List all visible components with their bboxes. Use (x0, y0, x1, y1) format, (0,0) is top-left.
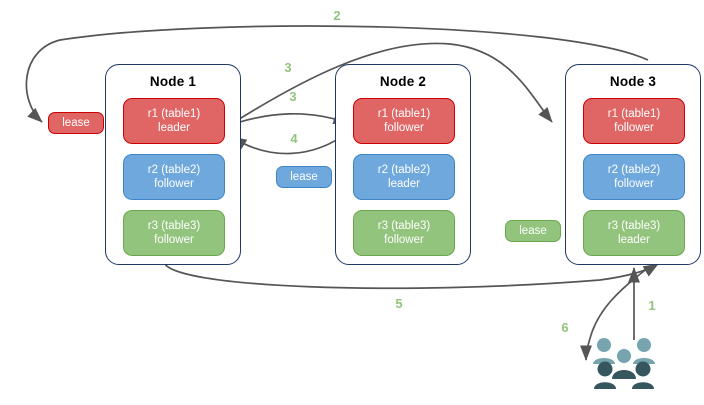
replica-n2r2[interactable]: r2 (table2) leader (353, 154, 455, 200)
replica-n3r3[interactable]: r3 (table3) leader (583, 210, 685, 256)
edge-5-node1-to-node3 (163, 261, 659, 290)
replica-n1r1[interactable]: r1 (table1) leader (123, 98, 225, 144)
edge-label-5: 5 (395, 296, 403, 311)
edge-label-3-lower: 3 (289, 89, 297, 104)
lease-label: lease (290, 171, 318, 183)
node-title: Node 2 (379, 74, 427, 89)
replica-role: leader (618, 234, 650, 246)
replica-role: follower (154, 234, 194, 246)
replica-n3r1[interactable]: r1 (table1) follower (583, 98, 685, 144)
replica-n2r1[interactable]: r1 (table1) follower (353, 98, 455, 144)
replica-name: r1 (table1) (607, 108, 661, 120)
node-box-node2[interactable]: Node 2 r1 (table1) follower r2 (table2) … (335, 64, 471, 265)
lease-badge-blue[interactable]: lease (276, 166, 332, 188)
edge-label-3-upper: 3 (284, 60, 292, 75)
replica-name: r1 (table1) (377, 108, 431, 120)
edge-label-2: 2 (333, 8, 341, 23)
replica-n2r3[interactable]: r3 (table3) follower (353, 210, 455, 256)
replica-n1r2[interactable]: r2 (table2) follower (123, 154, 225, 200)
replica-name: r2 (table2) (147, 164, 201, 176)
replica-name: r3 (table3) (607, 220, 661, 232)
edge-label-1: 1 (648, 298, 656, 313)
node-title: Node 1 (149, 74, 197, 89)
replica-n3r2[interactable]: r2 (table2) follower (583, 154, 685, 200)
replica-role: follower (384, 234, 424, 246)
node-box-node3[interactable]: Node 3 r1 (table1) follower r2 (table2) … (565, 64, 701, 265)
lease-badge-green[interactable]: lease (505, 220, 561, 242)
node-title: Node 3 (609, 74, 657, 89)
replica-name: r1 (table1) (147, 108, 201, 120)
lease-label: lease (62, 117, 90, 129)
replica-name: r3 (table3) (377, 220, 431, 232)
replica-role: follower (614, 178, 654, 190)
replica-name: r3 (table3) (147, 220, 201, 232)
edge-label-4: 4 (290, 131, 298, 146)
replica-role: follower (614, 122, 654, 134)
replica-name: r2 (table2) (377, 164, 431, 176)
replica-role: leader (388, 178, 420, 190)
replica-role: follower (154, 178, 194, 190)
replica-name: r2 (table2) (607, 164, 661, 176)
edge-label-6: 6 (561, 320, 569, 335)
node-box-node1[interactable]: Node 1 r1 (table1) leader r2 (table2) fo… (105, 64, 241, 265)
replica-n1r3[interactable]: r3 (table3) follower (123, 210, 225, 256)
replica-role: follower (384, 122, 424, 134)
replica-role: leader (158, 122, 190, 134)
lease-badge-red[interactable]: lease (48, 112, 104, 134)
users-icon (593, 338, 655, 389)
lease-label: lease (519, 225, 547, 237)
